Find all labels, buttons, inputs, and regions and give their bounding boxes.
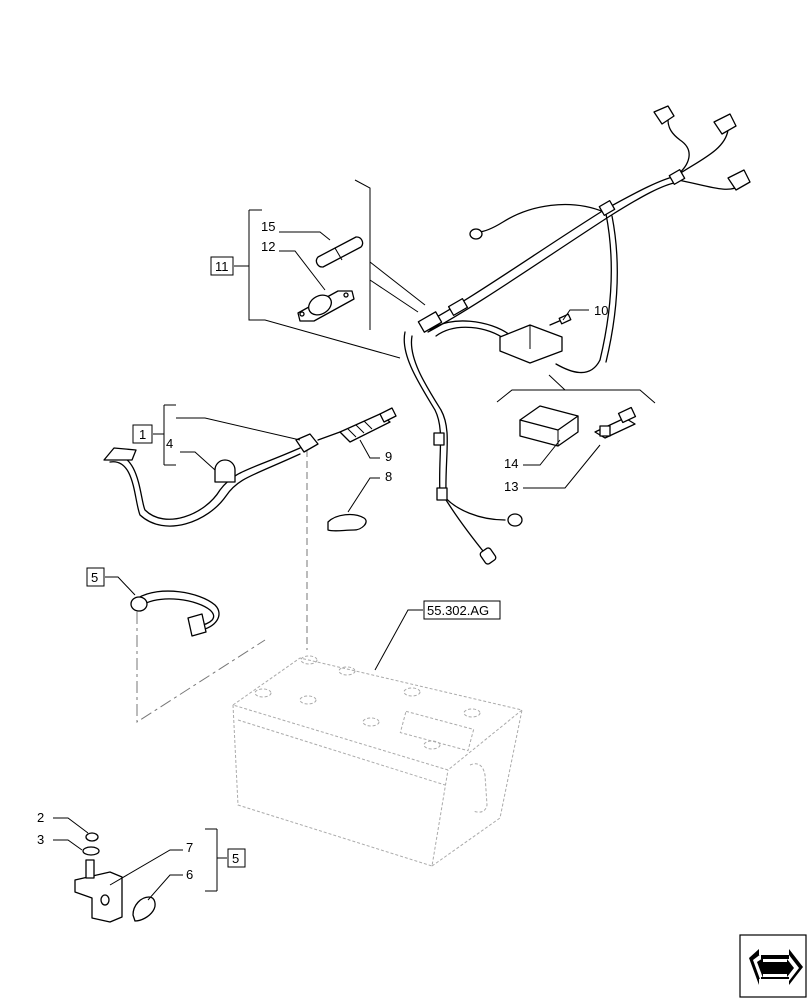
reference-box xyxy=(423,600,501,620)
callout-3: 3 xyxy=(37,832,44,847)
main-wire-harness xyxy=(403,105,751,565)
callout-5a: 5 xyxy=(91,570,98,585)
callout-box-5a xyxy=(86,567,105,587)
clamp-part-8 xyxy=(327,513,367,532)
callout-box-11 xyxy=(210,256,234,276)
terminal-bolt-part-9 xyxy=(339,407,397,443)
callout-box-1 xyxy=(132,424,153,444)
next-page-arrow-icon[interactable] xyxy=(739,934,807,998)
callout-leader-lines xyxy=(53,179,601,901)
battery-cable-part-4 xyxy=(103,431,341,527)
callout-10: 10 xyxy=(594,303,608,318)
callout-9: 9 xyxy=(385,449,392,464)
callout-7: 7 xyxy=(186,840,193,855)
ground-cable-part-5 xyxy=(130,590,220,637)
callout-15: 15 xyxy=(261,219,275,234)
bracket-parts xyxy=(74,832,156,923)
callout-13: 13 xyxy=(504,479,518,494)
callout-box-5b xyxy=(227,848,246,868)
callout-11: 11 xyxy=(215,259,229,274)
fuse-holder-parts xyxy=(297,236,364,322)
callout-2: 2 xyxy=(37,810,44,825)
callout-8: 8 xyxy=(385,469,392,484)
battery-reference: 55.302.AG xyxy=(427,603,489,618)
callout-labels: 11 15 12 10 1 4 9 8 14 13 5 55.302.AG 2 … xyxy=(37,219,608,882)
battery-illustration xyxy=(231,655,524,867)
callout-14: 14 xyxy=(504,456,518,471)
assembly-leader-lines xyxy=(136,450,308,723)
callout-1: 1 xyxy=(139,427,146,442)
callout-6: 6 xyxy=(186,867,193,882)
callout-4: 4 xyxy=(166,436,173,451)
callout-5b: 5 xyxy=(232,851,239,866)
relay-and-fuse-parts xyxy=(496,374,656,447)
callout-12: 12 xyxy=(261,239,275,254)
